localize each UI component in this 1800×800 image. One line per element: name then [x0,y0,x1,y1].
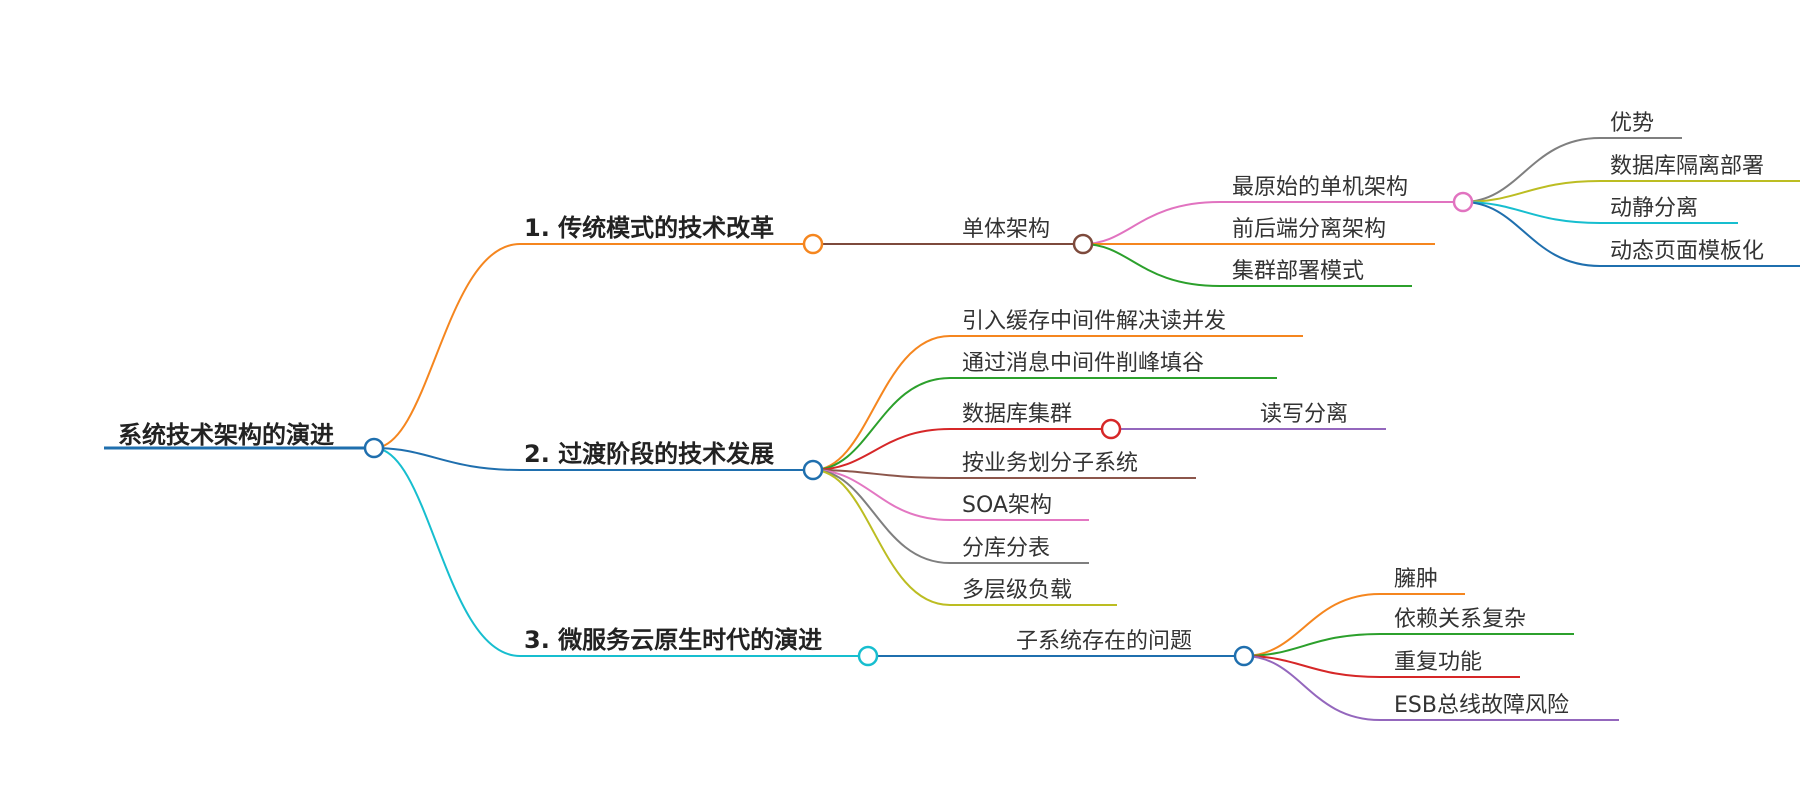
db-cluster-expand-handle[interactable] [1100,418,1122,440]
connector-b2-c5 [812,469,1089,521]
connector-issues-c4 [1243,655,1619,721]
standalone-expand-handle[interactable] [1452,191,1474,213]
branch-2-label: 2. 过渡阶段的技术发展 [524,440,774,468]
branch-2-expand-handle[interactable] [802,459,824,481]
connector-b2-c1 [812,335,1303,471]
connector-b2-c3 [812,428,1111,471]
connector-monolith-c3 [1082,243,1412,287]
node-subsystem-issues: 子系统存在的问题 [1016,629,1192,654]
node-standalone: 最原始的单机架构 [1232,175,1408,200]
root-expand-handle[interactable] [363,437,385,459]
connector-issues-c2 [1243,633,1574,657]
connector-standalone-g4 [1462,201,1800,267]
monolith-expand-handle[interactable] [1072,233,1094,255]
connector-root-b2 [373,447,810,471]
expand-handles [363,191,1474,667]
node-subsystems: 按业务划分子系统 [962,451,1138,476]
node-esb-risk: ESB总线故障风险 [1394,693,1569,718]
node-db-cluster: 数据库集群 [962,402,1072,427]
connectors [104,137,1800,721]
connector-monolith-c1 [1082,201,1463,245]
node-cache-middleware: 引入缓存中间件解决读并发 [962,309,1226,334]
branch-3-expand-handle[interactable] [857,645,879,667]
connector-issues-c1 [1243,593,1465,657]
node-read-write-split: 读写分离 [1260,402,1348,427]
connector-b2-c4 [812,469,1196,479]
node-bloated: 臃肿 [1394,567,1438,592]
node-multilevel-load: 多层级负载 [962,578,1072,603]
connector-b2-c7 [812,469,1117,606]
connector-standalone-g3 [1462,201,1738,224]
node-sharding: 分库分表 [962,536,1050,561]
node-frontend-backend: 前后端分离架构 [1232,217,1386,242]
node-cluster-deploy: 集群部署模式 [1232,259,1364,284]
branch-1-label: 1. 传统模式的技术改革 [524,214,774,242]
connector-b2-c6 [812,469,1089,564]
root-label: 系统技术架构的演进 [118,421,334,449]
node-duplicate-func: 重复功能 [1394,650,1482,675]
node-static-dynamic: 动静分离 [1610,196,1698,221]
node-complex-deps: 依赖关系复杂 [1394,607,1526,632]
connector-root-b1 [373,243,810,449]
connector-root-b3 [373,447,866,657]
issues-expand-handle[interactable] [1233,645,1255,667]
branch-1-expand-handle[interactable] [802,233,824,255]
node-dynamic-template: 动态页面模板化 [1610,239,1764,264]
labels: 系统技术架构的演进 1. 传统模式的技术改革 2. 过渡阶段的技术发展 3. 微… [118,111,1764,718]
connector-standalone-g1 [1462,137,1682,203]
connector-issues-c3 [1243,655,1520,678]
node-soa: SOA架构 [962,493,1052,518]
node-message-middleware: 通过消息中间件削峰填谷 [962,351,1204,376]
connector-b2-c2 [812,377,1277,471]
node-monolith: 单体架构 [962,217,1050,242]
connector-standalone-g2 [1462,180,1800,203]
node-db-isolation: 数据库隔离部署 [1610,154,1764,179]
node-advantage: 优势 [1610,111,1654,136]
branch-3-label: 3. 微服务云原生时代的演进 [524,626,822,654]
